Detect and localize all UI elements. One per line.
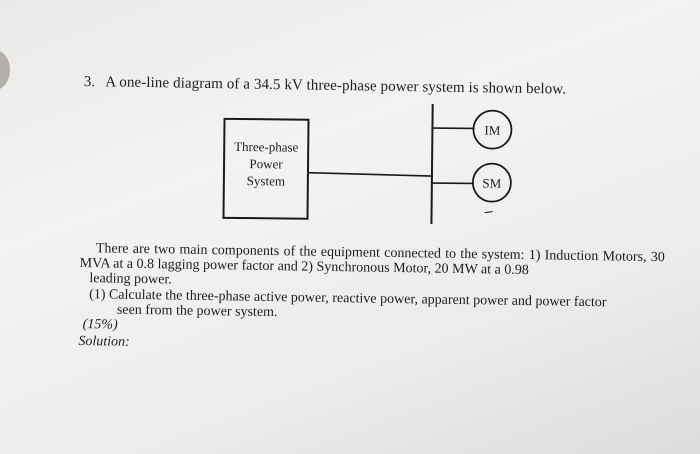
problem-body: There are two main components of the equ…: [78, 241, 665, 358]
sm-stroke-mark: [484, 211, 493, 214]
source-box-line1: Three-phase: [234, 139, 299, 155]
source-box-line2: Power: [249, 156, 283, 171]
induction-motor-symbol: [472, 109, 513, 150]
page-edge-shadow: [0, 50, 10, 90]
im-label: IM: [484, 123, 500, 138]
power-system-box: [222, 117, 310, 220]
sm-label: SM: [482, 176, 501, 191]
feeder-line: [307, 171, 432, 177]
bus-bar: [430, 104, 434, 225]
source-box-line3: System: [247, 173, 285, 188]
synchronous-motor-symbol: [471, 162, 512, 203]
